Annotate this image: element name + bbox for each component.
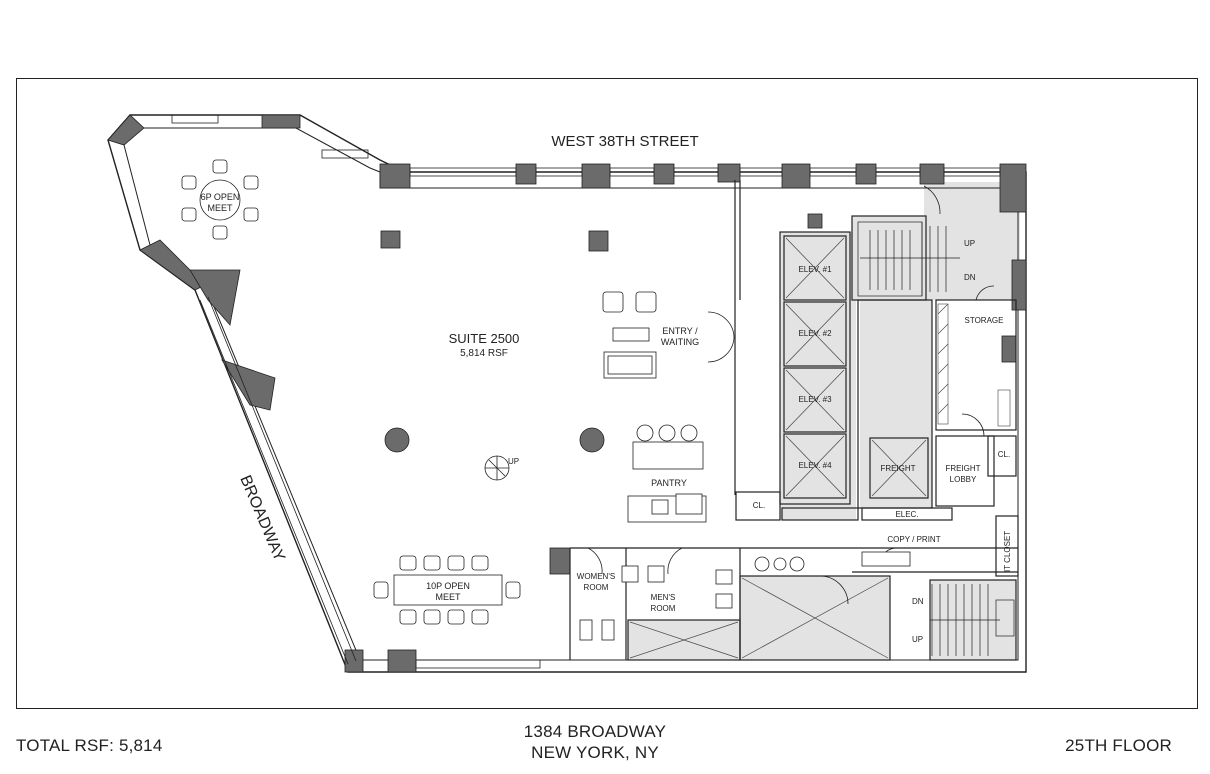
mens-label-1: MEN'S xyxy=(651,593,676,602)
wall-piers xyxy=(107,114,1027,673)
elec-label: ELEC. xyxy=(895,510,918,519)
elev2-label: ELEV. #2 xyxy=(798,329,832,338)
storage-label: STORAGE xyxy=(965,316,1004,325)
table-6p xyxy=(181,159,259,240)
stair-top-dn-label: DN xyxy=(964,273,976,282)
freight-label: FREIGHT xyxy=(880,464,915,473)
street-west-label: BROADWAY xyxy=(236,473,288,564)
stair-bottom-dn-label: DN xyxy=(912,597,924,606)
exterior-walls xyxy=(107,114,1027,673)
pantry-furniture xyxy=(627,424,707,523)
floor-number: 25TH FLOOR xyxy=(1065,736,1172,755)
entry-label-2: WAITING xyxy=(661,337,699,347)
freight-lobby-label-2: LOBBY xyxy=(950,475,977,484)
address-line-2: NEW YORK, NY xyxy=(531,743,659,762)
windows xyxy=(171,114,1001,669)
meet10-label-2: MEET xyxy=(435,592,461,602)
entry-furniture xyxy=(602,291,657,379)
womens-label-2: ROOM xyxy=(584,583,609,592)
mens-label-2: ROOM xyxy=(651,604,676,613)
shaft-crosses xyxy=(629,237,927,659)
stair-top-up-label: UP xyxy=(964,239,975,248)
womens-label-1: WOMEN'S xyxy=(577,572,615,581)
meet6-label-1: 6P OPEN xyxy=(201,192,240,202)
spiral-up-label: UP xyxy=(508,457,519,466)
address: 1384 BROADWAY NEW YORK, NY xyxy=(405,721,785,763)
table-10p xyxy=(373,555,521,625)
freight-lobby-label-1: FREIGHT xyxy=(945,464,980,473)
meet6-label-2: MEET xyxy=(207,203,233,213)
columns xyxy=(380,230,609,453)
closet-right-label: CL. xyxy=(998,450,1010,459)
stair-top xyxy=(857,221,960,297)
total-rsf: TOTAL RSF: 5,814 xyxy=(16,736,163,755)
broadway-windows xyxy=(199,296,357,665)
suite-area: 5,814 RSF xyxy=(460,348,508,359)
suite-name: SUITE 2500 xyxy=(449,331,520,346)
closet-small-label: CL. xyxy=(753,501,765,510)
storage-shelves xyxy=(937,303,1011,427)
elev3-label: ELEV. #3 xyxy=(798,395,832,404)
entry-label-1: ENTRY / xyxy=(662,326,698,336)
core-areas xyxy=(628,182,1020,660)
stair-bottom xyxy=(930,584,1015,656)
restroom-fixtures xyxy=(579,551,911,641)
copy-print-label: COPY / PRINT xyxy=(887,535,940,544)
address-line-1: 1384 BROADWAY xyxy=(523,722,667,741)
elev1-label: ELEV. #1 xyxy=(798,265,832,274)
stair-bottom-up-label: UP xyxy=(912,635,923,644)
meet10-label-1: 10P OPEN xyxy=(426,581,470,591)
pantry-label: PANTRY xyxy=(651,478,687,488)
street-north-label: WEST 38TH STREET xyxy=(551,133,698,150)
elev4-label: ELEV. #4 xyxy=(798,461,832,470)
it-closet-label: IT CLOSET xyxy=(1003,531,1012,572)
spiral-stair xyxy=(484,455,510,481)
